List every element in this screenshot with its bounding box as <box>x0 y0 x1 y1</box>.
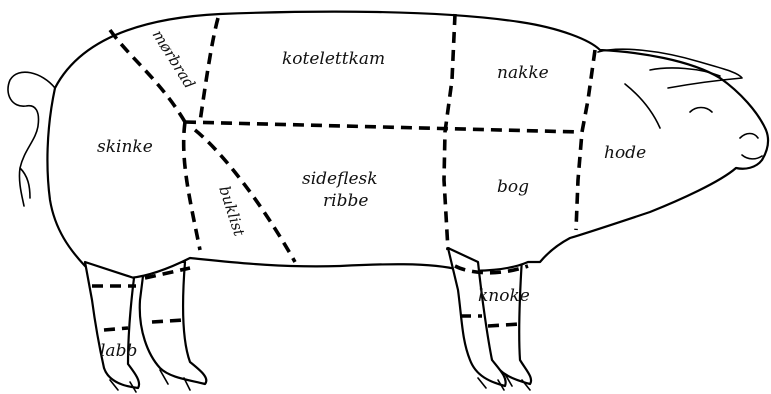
label-bog: bog <box>497 177 529 197</box>
label-kotelettkam: kotelettkam <box>282 49 385 69</box>
label-skinke: skinke <box>97 137 153 157</box>
pig-body <box>47 12 768 279</box>
label-hode: hode <box>604 143 646 163</box>
label-ribbe: ribbe <box>323 191 368 211</box>
label-labb: labb <box>100 341 137 361</box>
label-sideflesk: sideflesk <box>302 169 378 189</box>
label-nakke: nakke <box>497 63 549 83</box>
label-knoke: knoke <box>478 286 530 306</box>
rear-leg-front <box>85 262 139 388</box>
